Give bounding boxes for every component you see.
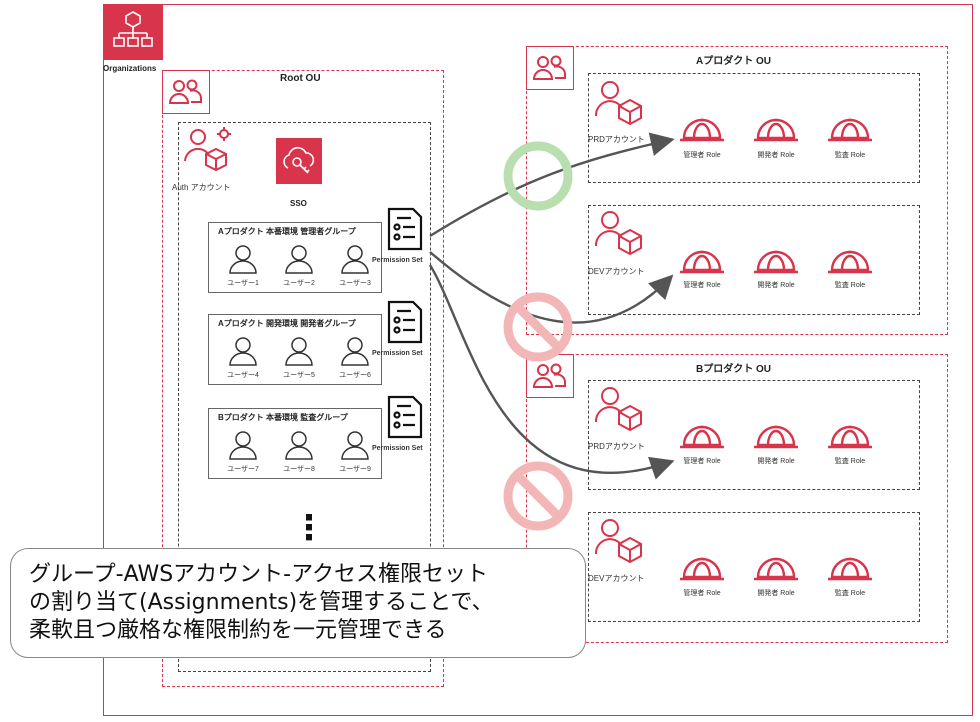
role-label: 開発者 Role [757, 590, 795, 597]
account-icon [594, 519, 642, 564]
user-icon [285, 431, 313, 460]
user-icon [229, 337, 257, 366]
account-icon [594, 387, 642, 432]
role-helmet-icon [828, 557, 872, 581]
denied-marker [503, 292, 573, 362]
explanation-callout: グループ-AWSアカウント-アクセス権限セット の割り当て(Assignment… [10, 548, 586, 658]
user-label: ユーザー8 [283, 466, 315, 473]
user-label: ユーザー2 [283, 280, 315, 287]
user-label: ユーザー5 [283, 372, 315, 379]
role-helmet-icon [828, 118, 872, 142]
role-label: 監査 Role [834, 458, 866, 465]
user-label: ユーザー7 [227, 466, 259, 473]
assignment-arrow-allowed [429, 132, 675, 238]
permission-set-label: Permission Set [372, 350, 423, 357]
root-ou-boundary [162, 70, 444, 687]
role-label: 管理者 Role [683, 458, 721, 465]
user-icon [285, 337, 313, 366]
account-label: PRDアカウント [588, 135, 645, 144]
ou-group-icon [162, 70, 210, 114]
account-box [588, 512, 920, 622]
ou-b-boundary [526, 354, 948, 643]
account-icon [594, 81, 642, 126]
user-icon [229, 431, 257, 460]
callout-line: 柔軟且つ厳格な権限制約を一元管理できる [29, 618, 447, 643]
role-helmet-icon [680, 250, 724, 274]
user-label: ユーザー4 [227, 372, 259, 379]
sso-label: SSO [290, 199, 307, 208]
more-groups-ellipsis: ⋮ [292, 509, 326, 547]
role-label: 監査 Role [834, 282, 866, 289]
role-helmet-icon [754, 425, 798, 449]
denied-marker [503, 461, 573, 531]
account-gear-icon [182, 125, 234, 182]
account-box [588, 380, 920, 490]
auth-account-boundary [178, 122, 431, 672]
role-helmet-icon [754, 557, 798, 581]
user-icon [229, 245, 257, 274]
organizations-icon [103, 4, 163, 60]
ou-b-title: Bプロダクト OU [696, 364, 771, 375]
auth-account-label: Auth アカウント [172, 183, 231, 192]
account-label: DEVアカウント [588, 574, 645, 583]
user-icon [341, 337, 369, 366]
allowed-marker [503, 141, 573, 211]
role-helmet-icon [828, 250, 872, 274]
role-label: 管理者 Role [683, 590, 721, 597]
user-label: ユーザー1 [227, 280, 259, 287]
role-helmet-icon [680, 425, 724, 449]
role-label: 監査 Role [834, 152, 866, 159]
root-ou-title: Root OU [280, 73, 321, 84]
ou-a-boundary [526, 46, 948, 335]
permission-set-label: Permission Set [372, 445, 423, 452]
organizations-label: Organizations [103, 64, 157, 73]
ou-a-title: Aプロダクト OU [696, 56, 771, 67]
user-label: ユーザー3 [339, 280, 371, 287]
user-icon [341, 245, 369, 274]
role-helmet-icon [680, 118, 724, 142]
role-label: 開発者 Role [757, 152, 795, 159]
role-helmet-icon [680, 557, 724, 581]
user-label: ユーザー9 [339, 466, 371, 473]
role-helmet-icon [754, 250, 798, 274]
permission-set-icon [387, 395, 423, 439]
callout-line: グループ-AWSアカウント-アクセス権限セット [29, 562, 489, 587]
role-helmet-icon [754, 118, 798, 142]
account-box [588, 205, 920, 315]
assignment-arrow-denied [428, 264, 675, 480]
permission-set-icon [387, 300, 423, 344]
account-label: DEVアカウント [588, 267, 645, 276]
group-title: Bプロダクト 本番環境 監査グループ [218, 413, 348, 422]
group-box [208, 408, 382, 479]
user-label: ユーザー6 [339, 372, 371, 379]
user-icon [285, 245, 313, 274]
user-icon [341, 431, 369, 460]
role-label: 開発者 Role [757, 458, 795, 465]
permission-set-label: Permission Set [372, 257, 423, 264]
role-helmet-icon [828, 425, 872, 449]
group-title: Aプロダクト 開発環境 開発者グループ [218, 319, 356, 328]
group-title: Aプロダクト 本番環境 管理者グループ [218, 227, 356, 236]
callout-line: の割り当て(Assignments)を管理することで、 [29, 590, 494, 615]
account-box [588, 73, 920, 183]
role-label: 管理者 Role [683, 152, 721, 159]
account-label: PRDアカウント [588, 442, 645, 451]
account-icon [594, 211, 642, 256]
ou-group-icon [526, 354, 574, 398]
role-label: 開発者 Role [757, 282, 795, 289]
sso-icon [276, 138, 322, 184]
role-label: 監査 Role [834, 590, 866, 597]
ou-group-icon [526, 46, 574, 90]
role-label: 管理者 Role [683, 282, 721, 289]
assignment-arrow-denied [429, 251, 674, 324]
permission-set-icon [387, 207, 423, 251]
organization-boundary [103, 4, 973, 716]
